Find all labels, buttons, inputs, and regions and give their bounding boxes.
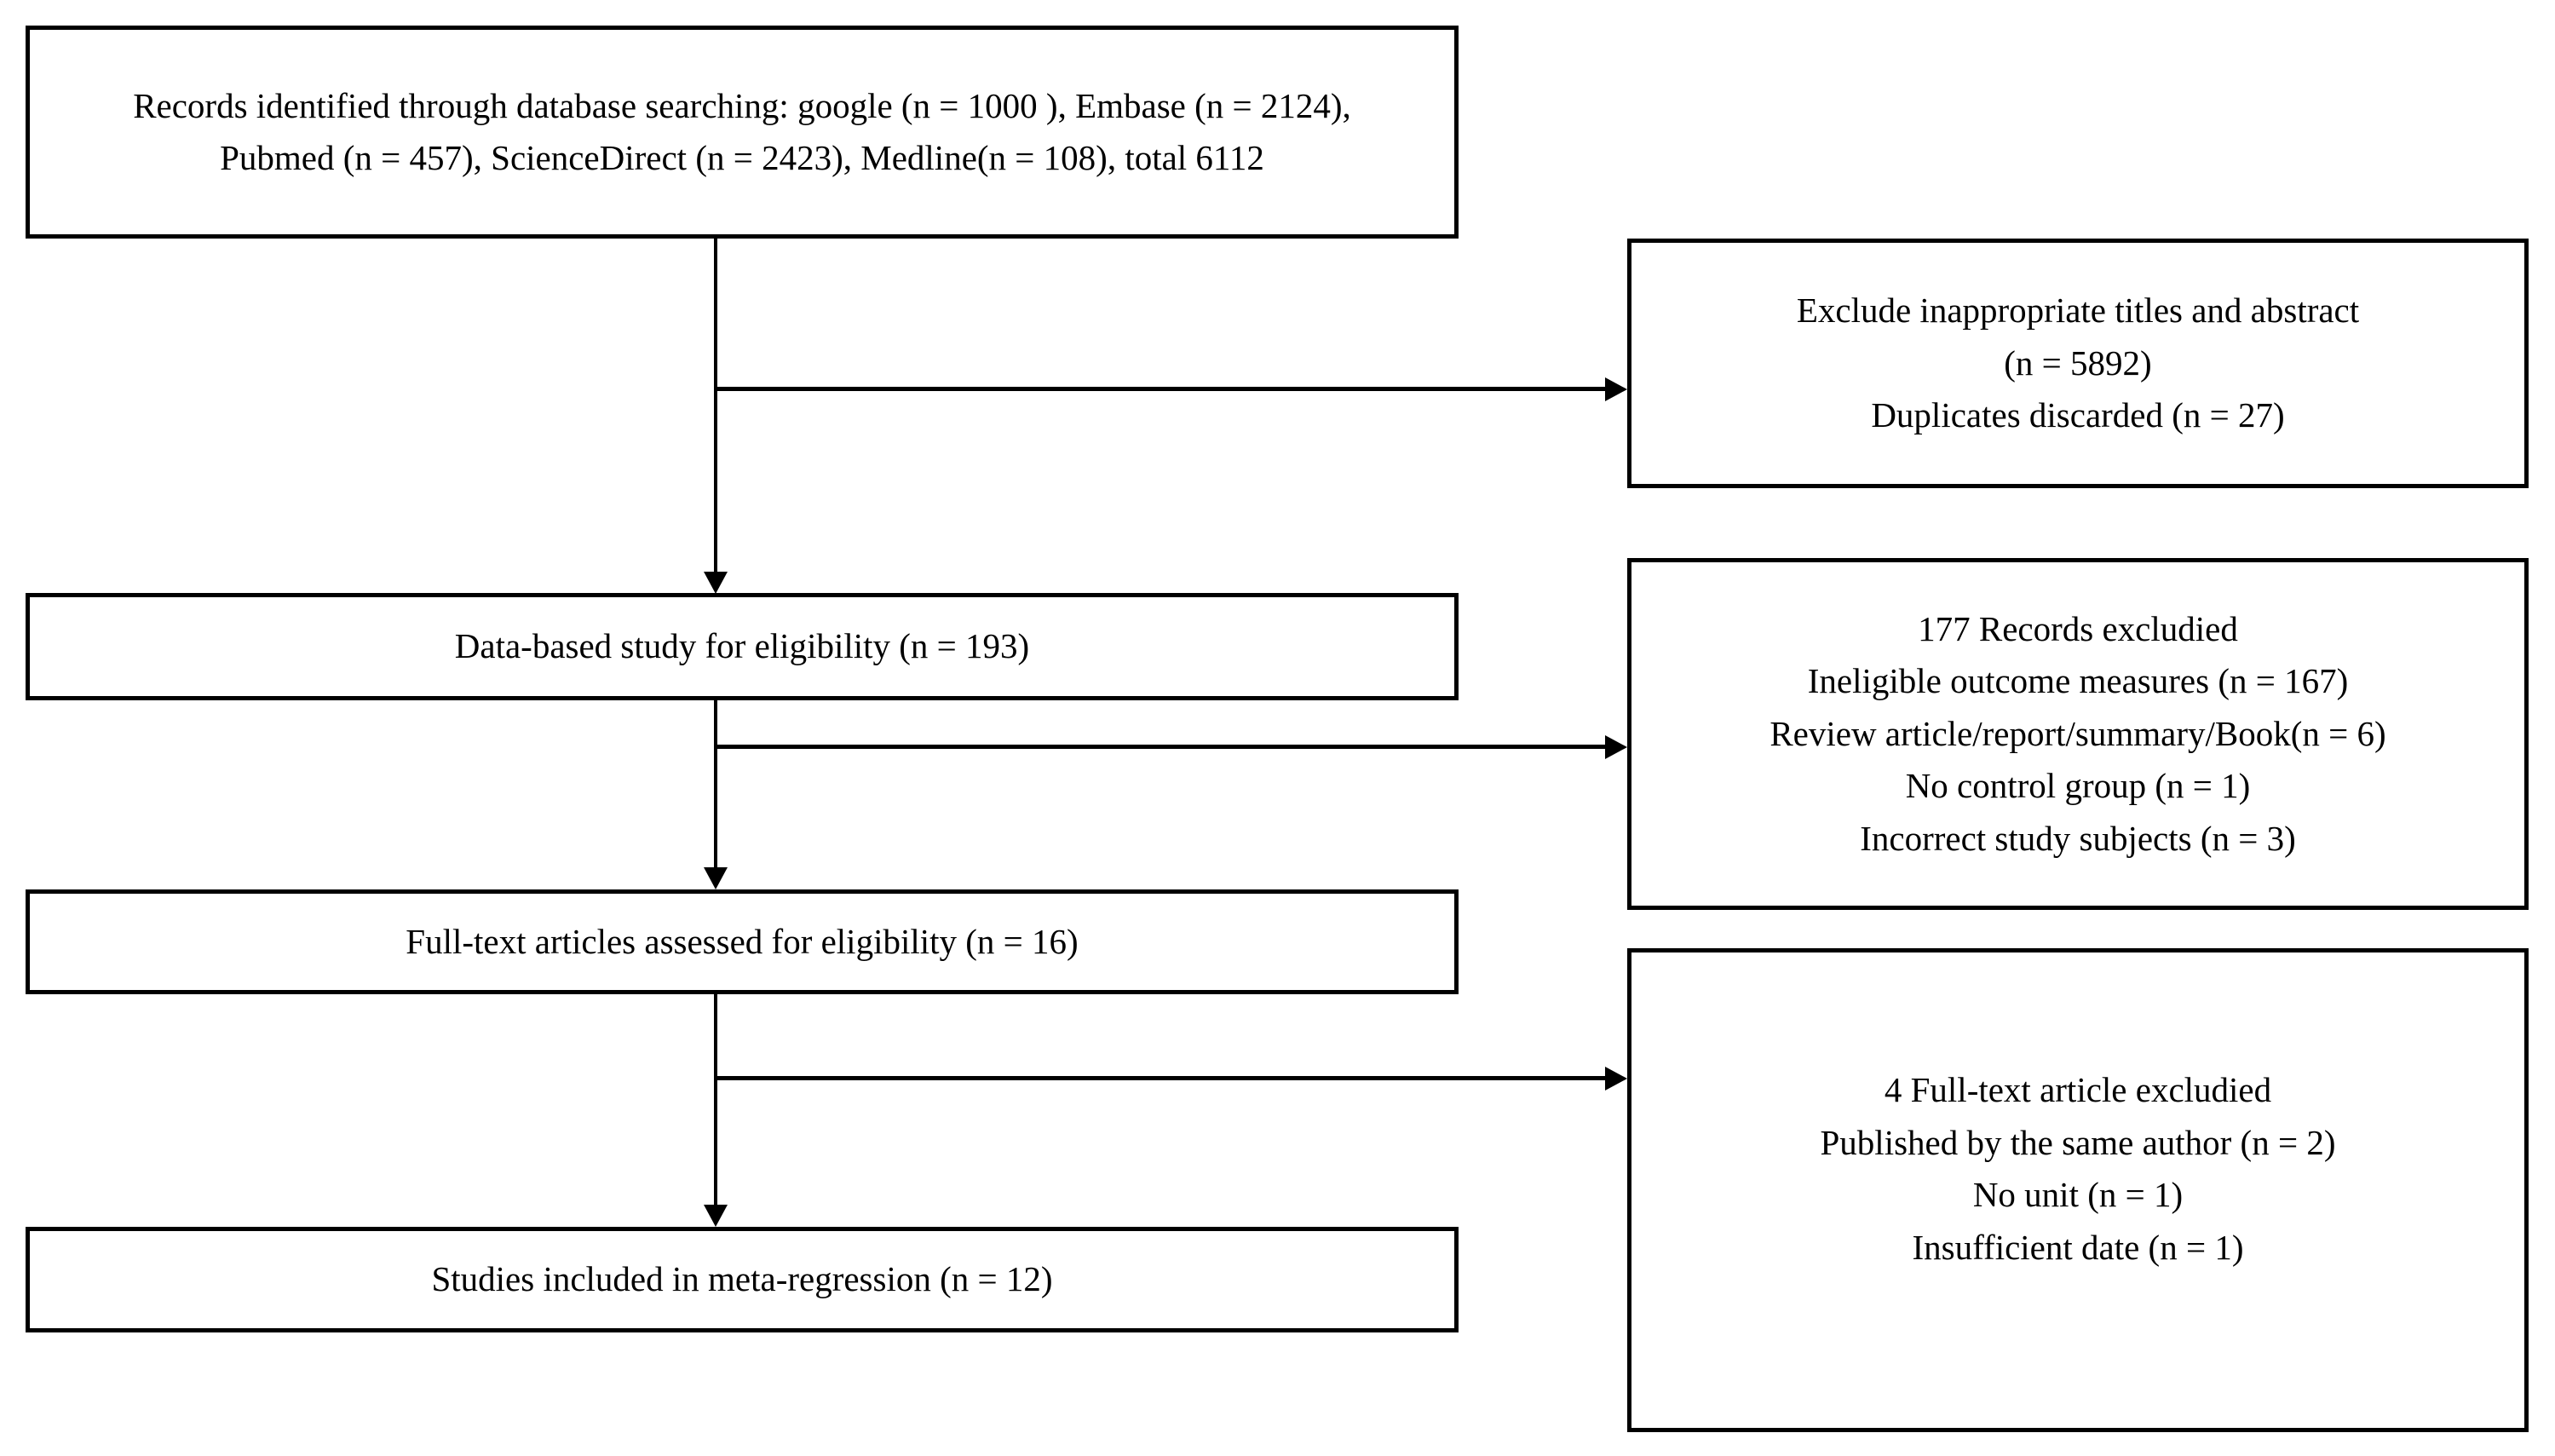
arrow-right-icon <box>1605 377 1627 401</box>
box-records-excluded: 177 Records excludied Ineligible outcome… <box>1627 558 2529 910</box>
box-fulltext-assessed: Full-text articles assessed for eligibil… <box>26 889 1459 994</box>
box-text-line: Records identified through database sear… <box>133 85 1351 125</box>
arrow-down-icon <box>704 1205 728 1227</box>
box-text-line: Incorrect study subjects (n = 3) <box>1860 818 2296 858</box>
box-text-line: No control group (n = 1) <box>1905 766 2251 806</box>
box-text-line: Ineligible outcome measures (n = 167) <box>1807 661 2349 701</box>
box-studies-included: Studies included in meta-regression (n =… <box>26 1227 1459 1332</box>
box-text-line: 177 Records excludied <box>1918 608 2238 648</box>
box-text-line: Insufficient date (n = 1) <box>1912 1227 2244 1267</box>
box-text-line: Duplicates discarded (n = 27) <box>1871 395 2285 435</box>
box-text-line: Published by the same author (n = 2) <box>1820 1122 2336 1162</box>
connector-databased-to-fulltext <box>714 700 717 867</box>
box-text-line: Full-text articles assessed for eligibil… <box>406 921 1079 961</box>
box-exclude-titles-abstract: Exclude inappropriate titles and abstrac… <box>1627 239 2529 488</box>
connector-records-to-databased <box>714 239 717 572</box>
arrow-down-icon <box>704 572 728 594</box>
box-text-line: Review article/report/summary/Book(n = 6… <box>1770 713 2386 753</box>
box-text-line: No unit (n = 1) <box>1972 1175 2184 1214</box>
box-records-identified: Records identified through database sear… <box>26 26 1459 239</box>
box-text-line: Data-based study for eligibility (n = 19… <box>454 626 1030 666</box>
box-text-line: Pubmed (n = 457), ScienceDirect (n = 242… <box>220 138 1264 177</box>
box-text-line: 4 Full-text article excludied <box>1884 1070 2272 1109</box>
box-text-line: Exclude inappropriate titles and abstrac… <box>1796 291 2360 331</box>
box-text-line: Studies included in meta-regression (n =… <box>431 1259 1053 1299</box>
connector-fulltext-to-included <box>714 994 717 1205</box>
connector-branch-to-exclude-titles <box>716 387 1605 391</box>
connector-branch-to-records-excluded <box>716 745 1605 749</box>
arrow-right-icon <box>1605 735 1627 759</box>
box-databased-eligibility: Data-based study for eligibility (n = 19… <box>26 593 1459 700</box>
arrow-right-icon <box>1605 1067 1627 1091</box>
box-fulltext-excluded: 4 Full-text article excludied Published … <box>1627 948 2529 1432</box>
connector-branch-to-fulltext-excluded <box>716 1076 1605 1080</box>
arrow-down-icon <box>704 867 728 889</box>
box-text-line: (n = 5892) <box>2004 342 2152 383</box>
